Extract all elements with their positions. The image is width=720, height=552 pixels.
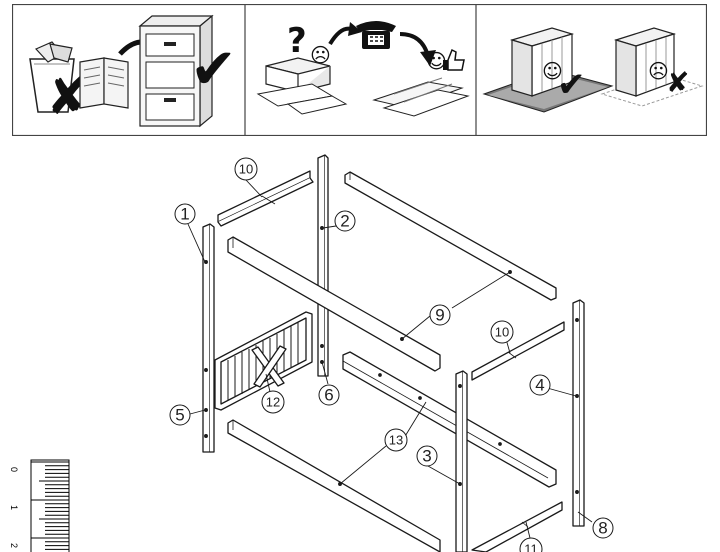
ruler-label-0: 0 [9, 467, 19, 472]
thumbs-up-icon [443, 48, 465, 71]
open-booklet-icon [79, 57, 129, 109]
callout-12-label: 12 [266, 395, 280, 410]
callout-4-label: 4 [535, 376, 544, 395]
open-box-icon [256, 57, 348, 115]
wastebasket-icon [29, 41, 75, 113]
callout-6-label: 6 [324, 386, 333, 405]
good-check-icon: ✔ [190, 37, 237, 102]
instruction-banner: ✘ ✔ ? ☹ [12, 4, 707, 136]
question-mark-icon: ? [287, 21, 307, 61]
callout-13-label: 13 [389, 433, 403, 448]
callout-4: 4 [529, 374, 551, 396]
callout-11-label: 11 [524, 542, 538, 552]
telephone-icon [356, 21, 396, 49]
callout-5-label: 5 [175, 406, 184, 425]
part-3-right-front-post [455, 370, 468, 552]
part-2-left-back-post [317, 154, 329, 377]
ruler-label-1: 1 [9, 505, 19, 510]
filing-cabinet-icon [138, 14, 214, 128]
callout-1: 1 [174, 203, 196, 225]
part-12-end-panel [214, 311, 313, 411]
cabinet-on-floor-icon [613, 27, 677, 97]
panel-assemble-on-mat: ☺ ✔ ☹ ✘ [482, 27, 704, 113]
part-11-lower-right-rail [471, 501, 563, 552]
panel-keep-instructions: ✘ ✔ [29, 14, 237, 128]
cabinet-on-mat-icon [509, 27, 575, 97]
sad-face-icon: ☹ [648, 59, 669, 83]
part-1-left-front-post [202, 223, 215, 453]
callout-8-label: 8 [598, 519, 607, 538]
callout-6: 6 [318, 384, 340, 406]
callout-3-label: 3 [422, 447, 431, 466]
part-13-front-lower-rail [227, 419, 441, 552]
assembly-diagram: 1 2 10 9 10 4 5 6 [169, 154, 614, 552]
happy-face-icon: ☺ [542, 59, 563, 83]
part-10-upper-left-rail [217, 170, 314, 227]
callout-10-label: 10 [239, 162, 253, 177]
scale-ruler: 0 1 2 [9, 459, 70, 552]
callout-10-upper-left: 10 [234, 157, 258, 181]
callout-9-label: 9 [435, 306, 444, 325]
callout-1-label: 1 [180, 205, 189, 224]
ruler-label-2: 2 [9, 543, 19, 548]
happy-face-icon: ☺ [426, 49, 447, 73]
part-9-back-side-rail [344, 171, 557, 301]
part-4-right-back-post [572, 299, 585, 527]
callout-3: 3 [416, 445, 438, 467]
callout-13: 13 [384, 428, 408, 452]
callout-12: 12 [261, 390, 285, 414]
leader-lines [187, 179, 593, 539]
bad-cross-icon: ✘ [666, 66, 689, 99]
callout-11: 11 [519, 537, 543, 552]
part-10-upper-right-rail [471, 321, 565, 381]
callout-2: 2 [334, 210, 356, 232]
callout-2-label: 2 [340, 212, 349, 231]
panel-missing-parts: ? ☹ ☺ [256, 21, 470, 117]
callout-5: 5 [169, 404, 191, 426]
callout-10-upper-right: 10 [490, 320, 514, 344]
sad-face-icon: ☹ [310, 43, 331, 67]
part-13-back-slat-support [342, 351, 557, 488]
good-check-icon: ✔ [557, 65, 586, 105]
callout-10-label: 10 [495, 325, 509, 340]
flat-pack-panels-icon [372, 77, 470, 117]
callout-9: 9 [429, 304, 451, 326]
callout-8: 8 [592, 517, 614, 539]
